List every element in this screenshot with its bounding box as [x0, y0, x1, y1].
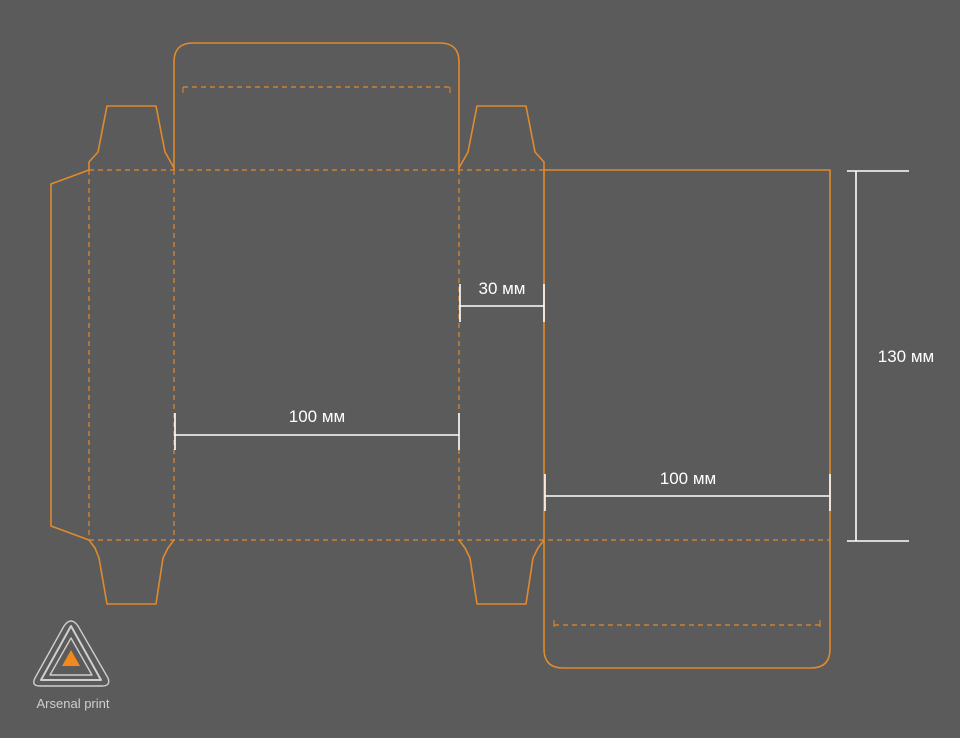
arsenal-print-logo-icon — [33, 620, 110, 687]
top-tuck-flap — [173, 42, 460, 170]
dimension-labels: 100 мм 30 мм 100 мм 130 мм — [289, 279, 934, 488]
top-right-dust-flap — [458, 105, 545, 170]
top-left-dust-flap — [88, 105, 175, 170]
bottom-tuck-notches — [553, 620, 821, 627]
bottom-tuck-flap — [543, 540, 831, 669]
cut-lines — [50, 42, 831, 669]
top-tuck-notches — [182, 87, 451, 93]
arsenal-print-logo: Arsenal print — [33, 620, 110, 711]
dim-side-width-label: 30 мм — [478, 279, 525, 298]
bottom-right-dust-flap — [458, 539, 545, 605]
dim-back-width-label: 100 мм — [660, 469, 716, 488]
dim-height-label: 130 мм — [878, 347, 934, 366]
bottom-left-dust-flap — [88, 539, 175, 605]
glue-flap — [50, 169, 90, 541]
fold-lines — [88, 86, 830, 626]
dim-front-width-label: 100 мм — [289, 407, 345, 426]
logo-text: Arsenal print — [37, 696, 110, 711]
dimension-lines — [174, 170, 909, 542]
